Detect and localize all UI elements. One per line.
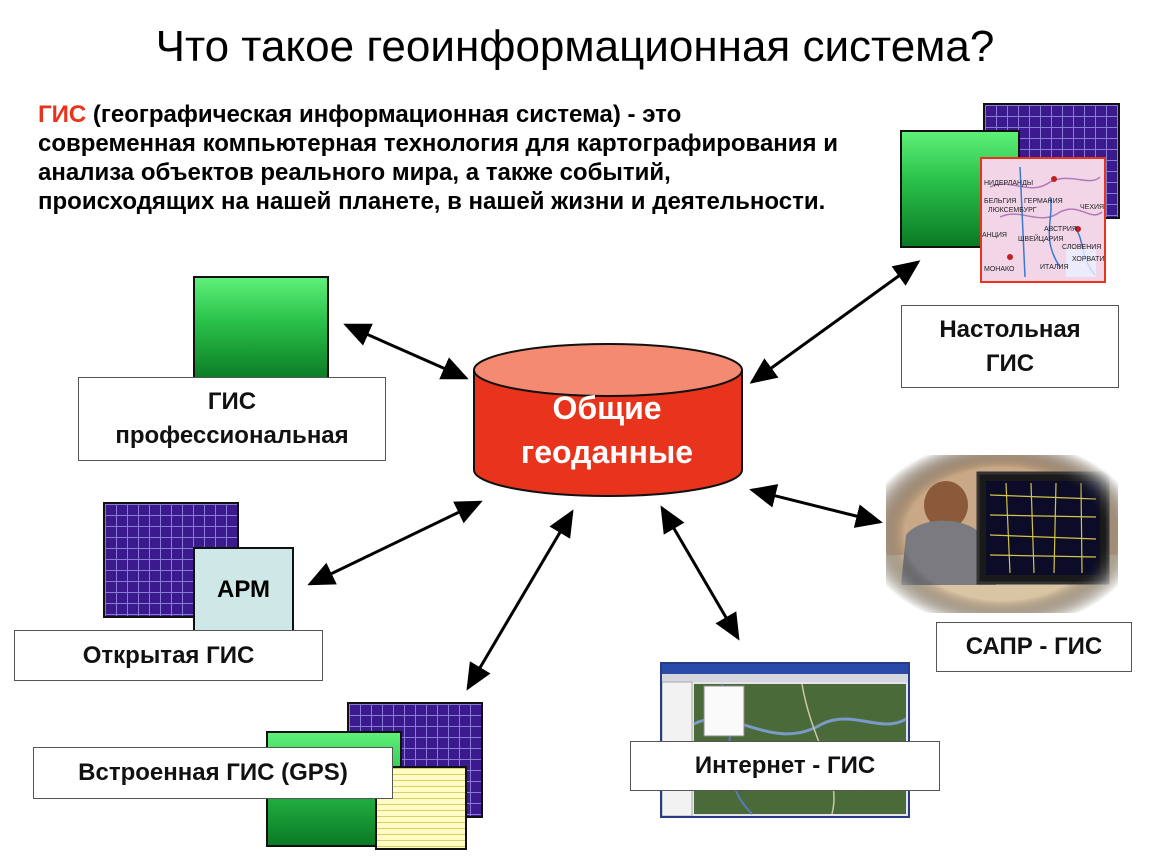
embedded-gis-label: Встроенная ГИС (GPS) bbox=[33, 747, 393, 799]
cad-photo-scene bbox=[886, 455, 1118, 613]
arrow-professional bbox=[343, 323, 469, 380]
database-label: Общие геоданные bbox=[474, 386, 740, 474]
map-label-czechia: ЧЕХИЯ bbox=[1080, 204, 1104, 211]
embedded-gis-lined-icon bbox=[375, 766, 467, 850]
map-label-netherlands: НИДЕРЛАНДЫ bbox=[984, 180, 1033, 187]
database-label-line1: Общие bbox=[552, 390, 662, 426]
cad-photo bbox=[886, 455, 1118, 613]
arrow-internet bbox=[660, 505, 740, 641]
map-label-austria: АВСТРИЯ bbox=[1044, 226, 1077, 233]
desktop-gis-line2: ГИС bbox=[985, 349, 1035, 377]
database-cylinder bbox=[473, 343, 743, 497]
professional-gis-label: ГИС профессиональная bbox=[78, 377, 386, 461]
desktop-gis-label: Настольная ГИС bbox=[901, 305, 1119, 388]
arrow-desktop bbox=[749, 260, 921, 384]
intro-accent: ГИС bbox=[38, 101, 87, 128]
map-label-france: АНЦИЯ bbox=[982, 232, 1007, 239]
map-label-switzerland: ШВЕЙЦАРИЯ bbox=[1018, 234, 1063, 243]
desktop-gis-line1: Настольная bbox=[939, 315, 1081, 343]
database-label-line2: геоданные bbox=[520, 434, 694, 470]
arrow-open bbox=[307, 500, 483, 586]
cad-gis-label: САПР - ГИС bbox=[936, 622, 1132, 672]
map-image: НИДЕРЛАНДЫ БЕЛЬГИЯ ГЕРМАНИЯ ЛЮКСЕМБУРГ Ч… bbox=[980, 157, 1106, 283]
map-label-slovenia: СЛОВЕНИЯ bbox=[1062, 244, 1101, 251]
professional-gis-line2: профессиональная bbox=[115, 422, 349, 449]
internet-screenshot-scene bbox=[661, 664, 908, 817]
map-label-belgium: БЕЛЬГИЯ bbox=[984, 198, 1016, 205]
professional-gis-icon bbox=[193, 276, 329, 382]
internet-gis-label: Интернет - ГИС bbox=[630, 741, 940, 791]
page-title: Что такое геоинформационная система? bbox=[155, 22, 995, 71]
arrow-cad bbox=[749, 484, 883, 528]
map-label-germany: ГЕРМАНИЯ bbox=[1024, 198, 1063, 205]
intro-text: ГИС (географическая информационная систе… bbox=[38, 100, 838, 216]
map-label-croatia: ХОРВАТИ bbox=[1072, 256, 1104, 263]
arrow-embedded bbox=[466, 509, 574, 691]
workstation-box: АРМ bbox=[193, 547, 294, 632]
map-label-luxembourg: ЛЮКСЕМБУРГ bbox=[988, 207, 1037, 214]
open-gis-label: Открытая ГИС bbox=[14, 630, 323, 681]
internet-screenshot bbox=[660, 662, 910, 818]
intro-body: (географическая информационная система) … bbox=[38, 101, 838, 215]
professional-gis-line1: ГИС bbox=[207, 388, 257, 415]
map-label-monaco: МОНАКО bbox=[984, 266, 1015, 273]
map-label-italy: ИТАЛИЯ bbox=[1040, 264, 1069, 271]
